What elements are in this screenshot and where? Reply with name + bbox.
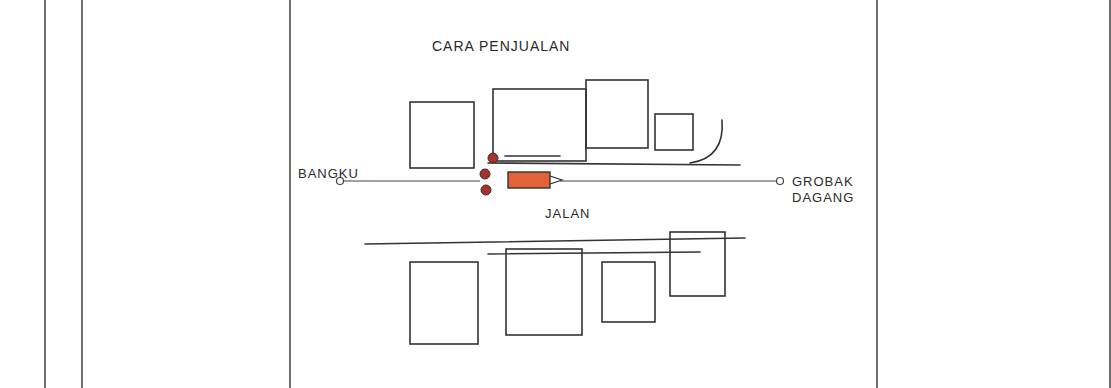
bench-mark: [488, 153, 498, 163]
table-rule: [1109, 0, 1110, 388]
building-row-bottom: [365, 232, 745, 344]
leader-line: [344, 180, 480, 181]
leader-line: [560, 180, 776, 181]
bench-label: BANGKU: [298, 166, 359, 182]
table-rule: [289, 0, 290, 388]
building-box: [586, 80, 648, 148]
road-edge: [488, 252, 700, 254]
diagram-title: CARA PENJUALAN: [432, 38, 570, 56]
bench-mark: [480, 169, 490, 179]
road-curve: [690, 120, 722, 163]
cart-label: GROBAK DAGANG: [792, 174, 878, 207]
building-row-top: [410, 80, 740, 168]
table-rule: [81, 0, 82, 388]
building-box: [655, 114, 693, 150]
building-box: [670, 232, 725, 296]
table-rule: [876, 0, 877, 388]
building-box: [602, 262, 655, 322]
building-box: [493, 89, 586, 161]
table-frame: [45, 0, 1110, 388]
building-box: [410, 262, 478, 344]
leader-end: [777, 178, 784, 185]
building-box: [410, 102, 474, 168]
cart-handle: [550, 176, 562, 184]
bench-mark: [481, 185, 491, 195]
stall-figure: [480, 153, 562, 195]
table-rule: [44, 0, 45, 388]
road-edge: [365, 238, 745, 244]
road-edge: [505, 155, 560, 157]
building-box: [506, 249, 582, 335]
cart-shape: [508, 172, 550, 188]
road-label: JALAN: [545, 206, 590, 222]
road-edge: [488, 163, 740, 165]
